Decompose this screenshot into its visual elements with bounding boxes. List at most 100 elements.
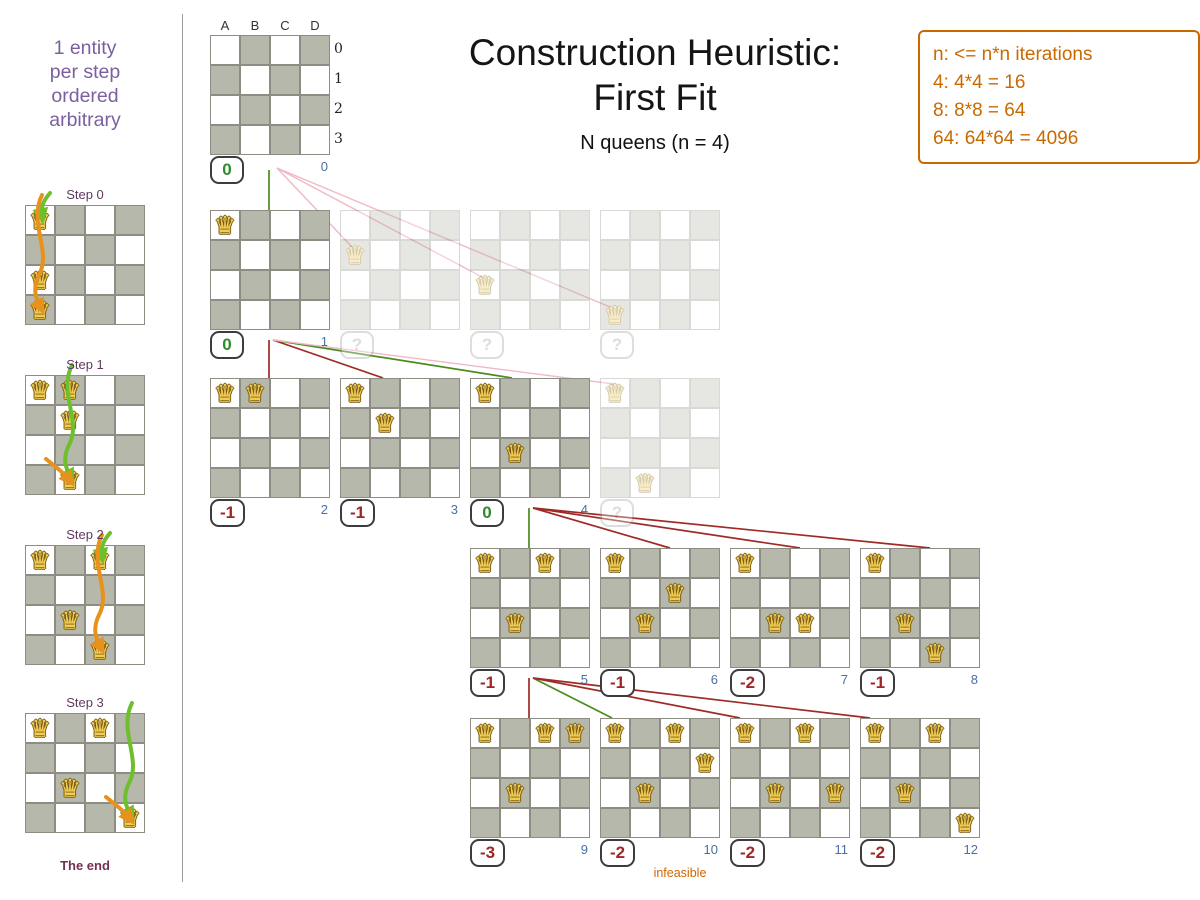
queen-icon: ♛ xyxy=(923,639,947,668)
edge-rejected xyxy=(532,677,741,719)
info-line: n: <= n*n iterations xyxy=(933,44,1093,65)
column-label: D xyxy=(310,18,320,33)
iteration-number: 8 xyxy=(970,672,978,687)
board-cell xyxy=(760,548,790,578)
board-cell xyxy=(500,408,530,438)
queen-icon: ♛ xyxy=(213,211,237,240)
board-cell xyxy=(210,300,240,330)
board-cell xyxy=(530,210,560,240)
board-cell xyxy=(500,748,530,778)
score-badge: -3 xyxy=(470,839,506,867)
board-cell xyxy=(370,438,400,468)
board-cell xyxy=(115,545,145,575)
board-cell xyxy=(860,608,890,638)
board-cell xyxy=(115,635,145,665)
board-cell xyxy=(470,270,500,300)
info-line: 8: 8*8 = 64 xyxy=(933,100,1026,121)
mini-board-step2: ♛♛♛♛ xyxy=(25,531,145,665)
board-cell xyxy=(600,408,630,438)
board-cell xyxy=(560,270,590,300)
board-cell xyxy=(660,748,690,778)
queen-icon: ♛ xyxy=(893,609,917,638)
queen-icon: ♛ xyxy=(58,774,82,803)
iterations-info-box: n: <= n*n iterations 4: 4*4 = 16 8: 8*8 … xyxy=(918,30,1200,164)
board-cell xyxy=(240,468,270,498)
board-cell xyxy=(470,638,500,668)
board-cell xyxy=(820,638,850,668)
board-cell xyxy=(690,240,720,270)
board-cell xyxy=(690,468,720,498)
row-label: 3 xyxy=(334,131,343,147)
board-cell xyxy=(115,773,145,803)
score-badge: ? xyxy=(600,331,634,359)
edge-selected xyxy=(532,677,613,719)
board-cell xyxy=(500,778,530,808)
queen-icon: ♛ xyxy=(893,779,917,808)
board-cell xyxy=(470,808,500,838)
board-cell xyxy=(560,608,590,638)
queen-icon: ♛ xyxy=(88,546,112,575)
board-cell xyxy=(920,548,950,578)
score-badge: -2 xyxy=(730,669,766,697)
board-cell xyxy=(530,300,560,330)
board-cell xyxy=(430,210,460,240)
board-cell xyxy=(470,240,500,270)
board-cell xyxy=(600,778,630,808)
board-cell xyxy=(530,638,560,668)
board-cell xyxy=(560,468,590,498)
board-cell xyxy=(210,95,240,125)
board-cell xyxy=(210,468,240,498)
board-cell xyxy=(920,608,950,638)
board-cell xyxy=(820,778,850,808)
board-cell xyxy=(860,778,890,808)
board-cell xyxy=(730,718,760,748)
board-cell xyxy=(730,638,760,668)
board-cell xyxy=(85,265,115,295)
board-cell xyxy=(210,240,240,270)
board-cell xyxy=(500,468,530,498)
queen-icon: ♛ xyxy=(58,466,82,495)
board-cell xyxy=(950,808,980,838)
board-cell xyxy=(210,378,240,408)
board-cell xyxy=(660,468,690,498)
board-cell xyxy=(500,608,530,638)
board-cell xyxy=(560,438,590,468)
board-cell xyxy=(55,635,85,665)
board-cell xyxy=(530,718,560,748)
board-cell xyxy=(790,748,820,778)
board-cell xyxy=(500,718,530,748)
page-title: Construction Heuristic: First Fit N quee… xyxy=(420,30,890,155)
board-cell xyxy=(270,408,300,438)
board-cell xyxy=(660,408,690,438)
board-cell xyxy=(340,270,370,300)
board-cell xyxy=(270,210,300,240)
board-cell xyxy=(560,548,590,578)
board-cell xyxy=(115,265,145,295)
board-cell xyxy=(500,300,530,330)
board-cell xyxy=(690,270,720,300)
board-cell xyxy=(85,295,115,325)
board-cell xyxy=(920,638,950,668)
board-cell xyxy=(950,578,980,608)
board-cell xyxy=(470,718,500,748)
board-cell xyxy=(25,405,55,435)
board-cell xyxy=(340,300,370,330)
board-cell xyxy=(760,578,790,608)
board-cell xyxy=(430,408,460,438)
board-cell xyxy=(690,210,720,240)
queen-icon: ♛ xyxy=(823,779,847,808)
score-badge: -1 xyxy=(860,669,896,697)
iteration-number: 2 xyxy=(320,502,328,517)
board-cell xyxy=(630,240,660,270)
board-cell xyxy=(630,548,660,578)
board-cell xyxy=(240,240,270,270)
board-cell xyxy=(890,718,920,748)
board-cell xyxy=(560,378,590,408)
board-cell xyxy=(400,300,430,330)
edge-pruned xyxy=(276,167,611,308)
board-cell xyxy=(400,240,430,270)
board-cell xyxy=(370,408,400,438)
